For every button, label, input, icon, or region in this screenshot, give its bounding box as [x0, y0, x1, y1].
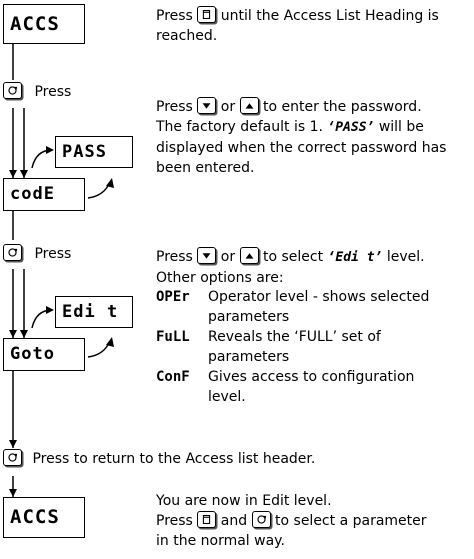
step5-after: to select a parameter — [275, 513, 427, 529]
step5-line1: You are now in Edit level. — [156, 493, 332, 509]
step1-before: Press — [156, 8, 193, 24]
step2-line2-after: will be — [378, 119, 424, 135]
left-press-1: Press — [3, 82, 71, 102]
options-heading: Other options are: — [156, 270, 284, 286]
page-button-icon[interactable] — [197, 6, 217, 23]
display-edit: Edi t — [55, 296, 133, 328]
step2-before: Press — [156, 99, 193, 115]
step5-text: You are now in Edit level. Press and to … — [156, 491, 472, 551]
down-arrow-button-icon[interactable] — [197, 247, 217, 264]
down-arrow-button-icon[interactable] — [197, 97, 217, 114]
scroll-button-icon[interactable] — [3, 82, 22, 99]
step4-text: Press to return to the Access list heade… — [3, 449, 473, 469]
option-term: FuLL — [156, 329, 190, 345]
display-code: codE — [3, 178, 85, 211]
step3-after-post: level. — [386, 249, 425, 265]
step2-or: or — [220, 99, 236, 115]
scroll-button-icon[interactable] — [3, 244, 22, 261]
step5-before: Press — [156, 513, 193, 529]
step4-label: Press to return to the Access list heade… — [32, 451, 316, 467]
edit-token: ‘Edi t’ — [327, 250, 383, 265]
left-press-2: Press — [3, 244, 71, 264]
step2-text: Press or to enter the password. The fact… — [156, 97, 472, 178]
up-arrow-button-icon[interactable] — [239, 247, 259, 264]
step1-line2: reached. — [156, 28, 218, 44]
press-label: Press — [34, 246, 72, 262]
step3-after-pre: to select — [263, 249, 324, 265]
display-goto: Goto — [3, 338, 85, 371]
display-pass: PASS — [55, 136, 133, 168]
step3-text: Press or to select ‘Edi t’ level. Other … — [156, 247, 474, 288]
press-label: Press — [34, 84, 72, 100]
step1-after: until the Access List Heading is — [220, 8, 439, 24]
step5-line3: in the normal way. — [156, 533, 285, 549]
option-term: ConF — [156, 369, 190, 385]
step2-after: to enter the password. — [263, 99, 422, 115]
pass-token: ‘PASS’ — [327, 120, 375, 135]
step3-or: or — [220, 249, 236, 265]
step5-and: and — [220, 513, 248, 529]
step2-line4: been entered. — [156, 160, 255, 176]
option-term: OPEr — [156, 289, 190, 305]
scroll-button-icon[interactable] — [3, 449, 22, 466]
step2-line3: displayed when the correct password has — [156, 140, 447, 156]
step3-before: Press — [156, 249, 193, 265]
display-accs-top: ACCS — [3, 4, 85, 44]
display-accs-bottom: ACCS — [3, 497, 85, 538]
step1-text: Press until the Access List Heading is r… — [156, 6, 472, 46]
step2-line2: The factory default is 1. — [156, 119, 323, 135]
up-arrow-button-icon[interactable] — [239, 97, 259, 114]
scroll-button-icon[interactable] — [251, 511, 271, 528]
page-button-icon[interactable] — [197, 511, 217, 528]
